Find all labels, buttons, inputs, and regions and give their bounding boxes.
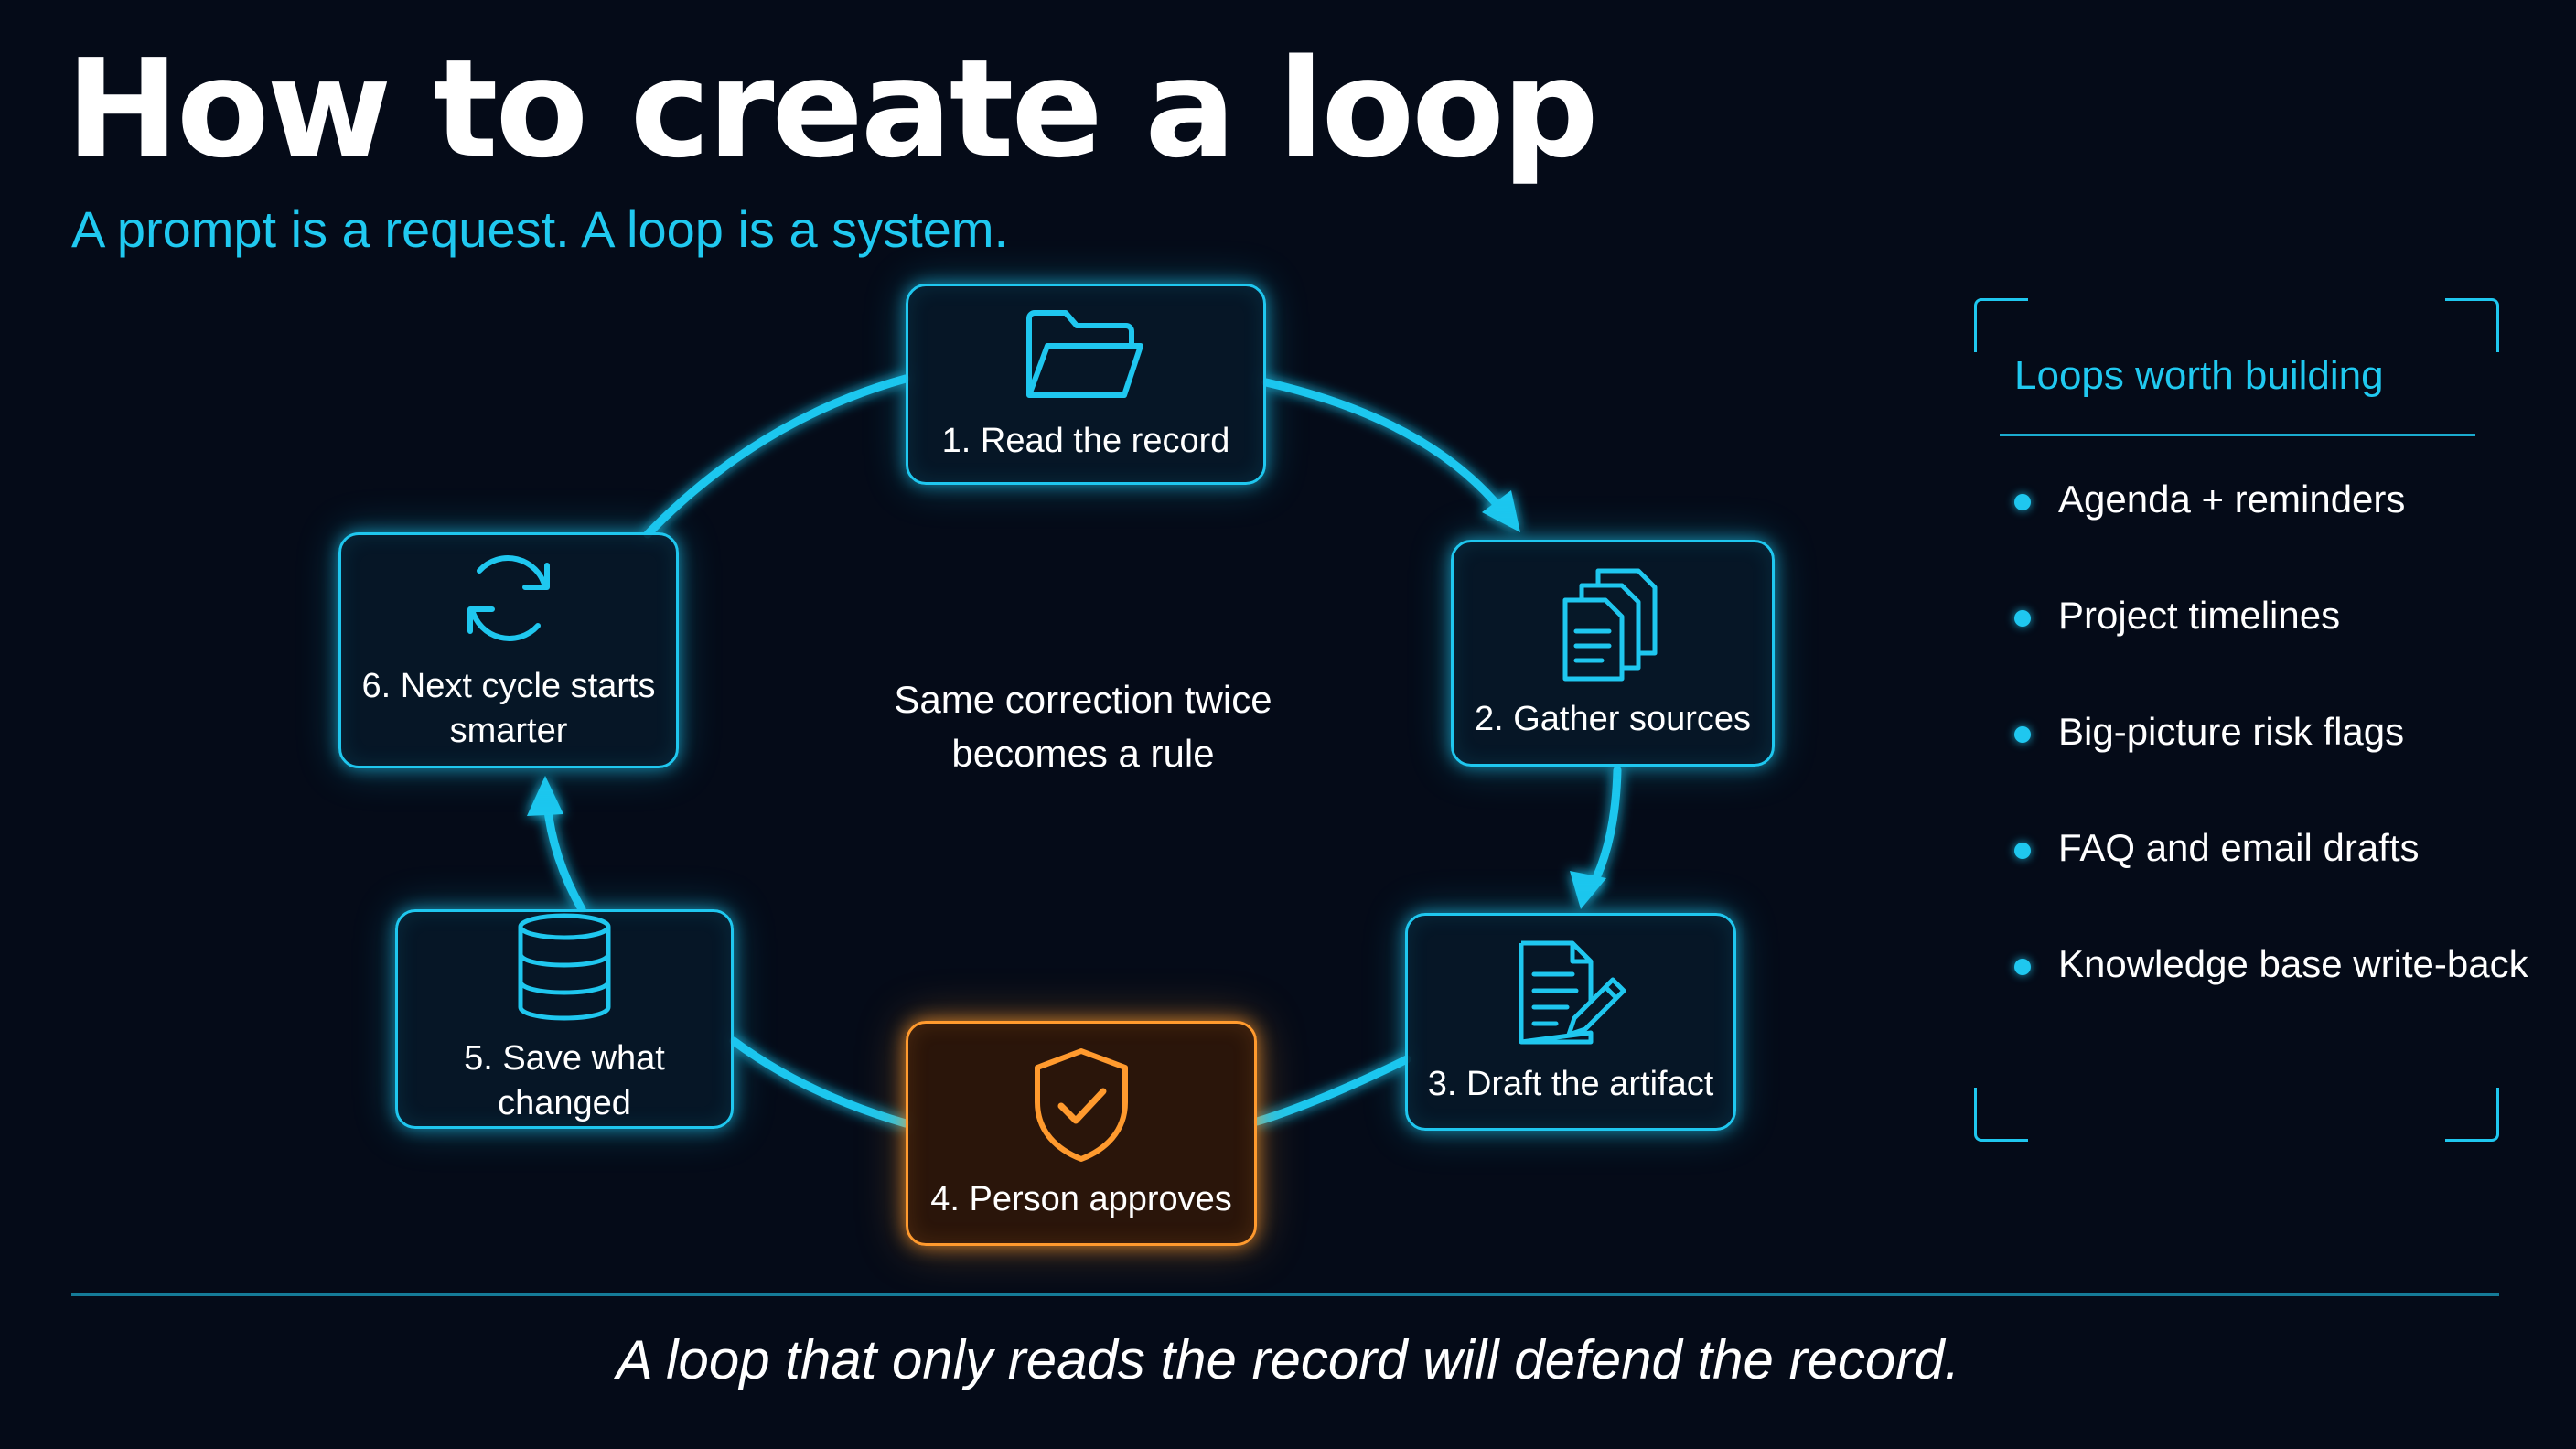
footer-quote: A loop that only reads the record will d… (616, 1329, 1960, 1390)
bullet-icon (2014, 610, 2031, 627)
document-edit-icon (1519, 940, 1626, 1045)
panel-corner (1974, 298, 2028, 352)
arrowhead-1-2 (1482, 490, 1520, 532)
arrowhead-2-3 (1570, 871, 1606, 909)
connector-3-4 (1252, 1055, 1411, 1126)
list-item-label: Agenda + reminders (2058, 478, 2406, 521)
connector-5-6 (542, 799, 586, 914)
refresh-icon (467, 555, 550, 642)
bullet-icon (2014, 726, 2031, 743)
connector-4-5 (729, 1036, 910, 1128)
center-note: Same correction twice becomes a rule (894, 678, 1272, 775)
list-item: Project timelines (2014, 594, 2528, 710)
bullet-icon (2014, 843, 2031, 859)
page-title: How to create a loop (66, 30, 1599, 188)
step-draft-artifact: 3. Draft the artifact (1405, 913, 1736, 1131)
connector-2-3 (1587, 766, 1622, 892)
list-item-label: Big-picture risk flags (2058, 710, 2405, 753)
step-label: 1. Read the record (941, 421, 1230, 460)
step-label: 2. Gather sources (1474, 699, 1752, 738)
panel-list: Agenda + reminders Project timelines Big… (2014, 478, 2528, 1058)
list-item: Knowledge base write-back (2014, 942, 2528, 1058)
connector-1-2 (1261, 378, 1507, 515)
step-read-record: 1. Read the record (906, 284, 1266, 485)
bullet-icon (2014, 494, 2031, 510)
bullet-icon (2014, 959, 2031, 975)
step-label: 5. Save what changed (464, 1039, 665, 1122)
panel-corner (2445, 298, 2499, 352)
shield-check-icon (1035, 1047, 1128, 1162)
step-gather-sources: 2. Gather sources (1451, 540, 1775, 767)
connector-6-1 (643, 374, 910, 539)
panel-corner (1974, 1088, 2028, 1142)
arrowhead-5-6 (527, 776, 564, 816)
page-subtitle: A prompt is a request. A loop is a syste… (71, 200, 1009, 258)
loops-panel: Loops worth building Agenda + reminders … (1974, 298, 2528, 1142)
step-next-cycle: 6. Next cycle starts smarter (338, 532, 679, 768)
list-item-label: Project timelines (2058, 594, 2341, 637)
step-save-changes: 5. Save what changed (395, 909, 734, 1129)
step-label: 4. Person approves (930, 1179, 1232, 1218)
panel-corner (2445, 1088, 2499, 1142)
folder-icon (1026, 309, 1143, 398)
step-label: 3. Draft the artifact (1427, 1064, 1714, 1103)
list-item: Big-picture risk flags (2014, 710, 2528, 826)
database-icon (518, 913, 611, 1021)
panel-divider (2000, 434, 2475, 436)
list-item-label: Knowledge base write-back (2058, 942, 2528, 985)
list-item: Agenda + reminders (2014, 478, 2528, 594)
panel-heading: Loops worth building (2014, 353, 2384, 398)
list-item: FAQ and email drafts (2014, 826, 2528, 942)
step-label: 6. Next cycle starts smarter (361, 667, 656, 750)
footer-divider (71, 1293, 2499, 1296)
list-item-label: FAQ and email drafts (2058, 826, 2420, 869)
documents-icon (1562, 568, 1658, 682)
step-person-approves: 4. Person approves (906, 1021, 1257, 1246)
